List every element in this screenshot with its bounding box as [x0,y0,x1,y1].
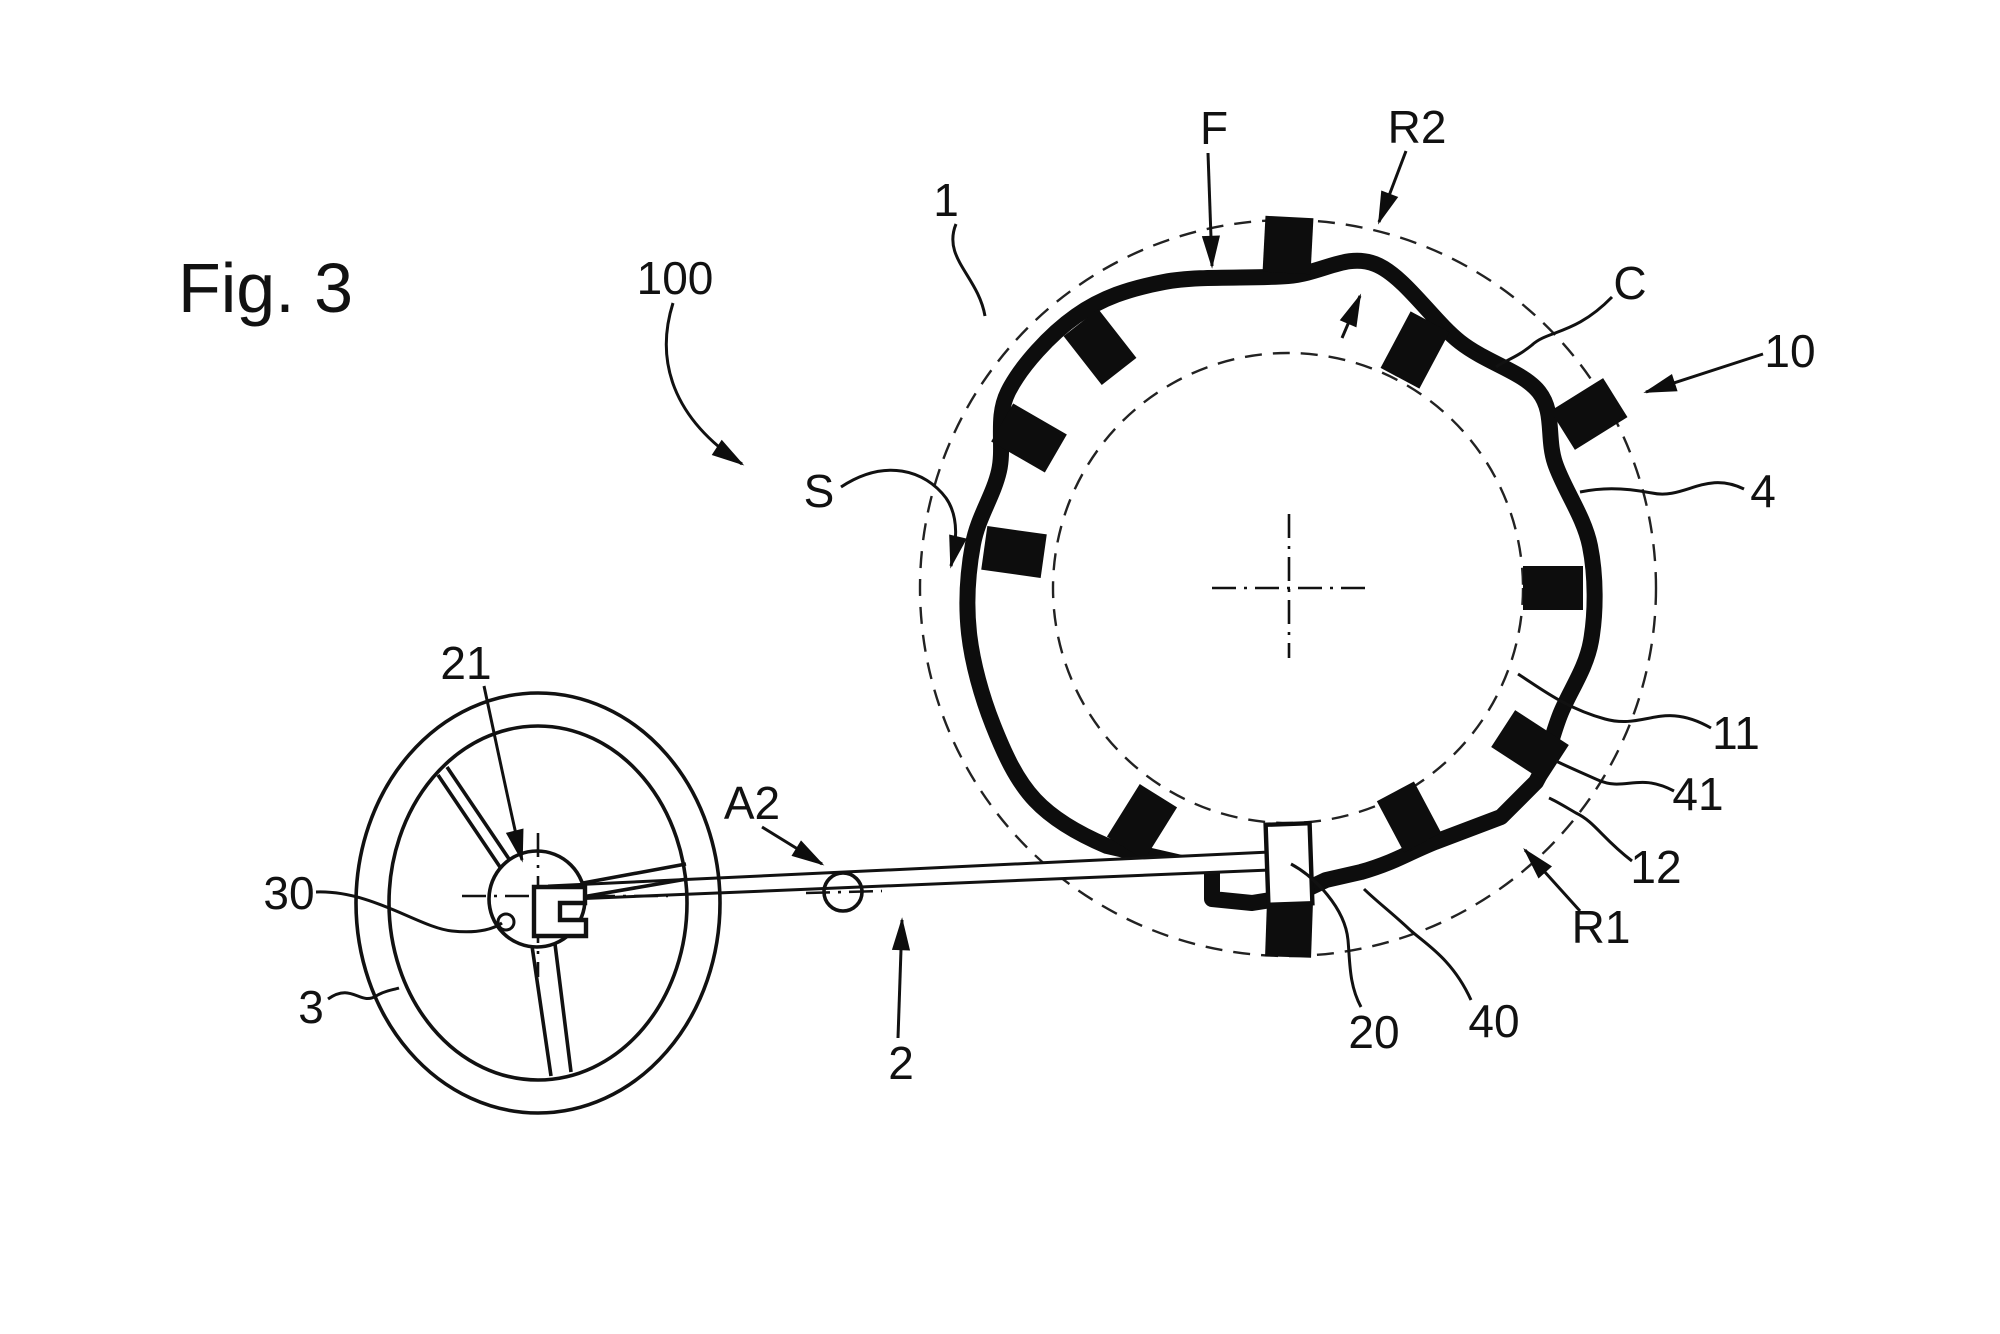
wheel-inner-rim [387,724,689,1082]
band-tooth-outward [1550,378,1628,450]
leader-30 [315,890,503,934]
arrow-10 [1643,352,1764,394]
ref-label-4: 4 [1750,465,1776,517]
ref-label-A2: A2 [724,777,780,829]
ref-label-12: 12 [1630,841,1681,893]
band-tooth-outward [1262,215,1314,275]
leader-C [1495,295,1614,369]
arrow-R1 [1523,847,1582,913]
band-teeth-group [981,215,1628,958]
leader-40 [1362,887,1473,1001]
ref-label-1: 1 [933,174,959,226]
ref-label-40: 40 [1468,995,1519,1047]
leader-41 [1555,759,1675,793]
reference-labels: Fig. 3 100 1 F R2 C 10 4 S 11 41 12 R1 2… [178,101,1816,1089]
band-tooth-inward [1523,566,1583,610]
ref-label-2: 2 [888,1037,914,1089]
ref-label-C: C [1613,257,1646,309]
band-tooth-inward [1063,309,1137,385]
hub-pin-hole [496,912,516,932]
leader-20 [1290,862,1363,1008]
arrow-S [840,468,967,569]
hub-details [462,833,668,977]
band-tooth-inward [991,403,1067,473]
band-tooth-inward [981,526,1047,578]
pivot-a2-axis [805,889,883,895]
figure-title: Fig. 3 [178,249,353,327]
outer-dashed-circle [918,218,1658,958]
ref-label-R2: R2 [1388,101,1447,153]
arrow-R2-outer [1377,150,1408,225]
slider-block [1263,820,1315,908]
ref-label-3: 3 [298,981,324,1033]
ref-label-10: 10 [1764,325,1815,377]
ref-label-100: 100 [637,252,714,304]
band-tooth-inward [1106,784,1178,860]
flexible-band [959,252,1603,911]
control-rod [547,850,1271,902]
band-tooth-inward [1380,311,1450,389]
ref-label-21: 21 [440,637,491,689]
leader-100 [664,302,745,466]
leader-12 [1548,796,1633,863]
ref-label-41: 41 [1672,768,1723,820]
arrow-R2-inner [1339,293,1362,339]
pivot-a2 [805,871,883,913]
leader-4 [1579,481,1745,496]
leader-3 [327,986,400,1001]
arrow-2 [891,917,911,1039]
arrow-A2 [761,825,825,866]
ref-label-F: F [1200,102,1228,154]
wheel-spokes [436,765,688,1077]
hub-latch-bracket [531,884,589,939]
ring-center-crosshair [1212,514,1368,658]
band-tooth-outward [1265,902,1313,958]
band-tooth-inward [1491,710,1569,782]
band-tooth-inward [1376,781,1442,853]
leaders-and-arrows [315,150,1764,1039]
ref-label-S: S [804,465,835,517]
wheel-outer-rim [354,691,722,1115]
ref-label-R1: R1 [1572,901,1631,953]
ref-label-20: 20 [1348,1006,1399,1058]
ref-label-30: 30 [263,867,314,919]
arrow-21 [482,685,524,863]
arrow-F [1201,152,1220,269]
leader-1 [951,223,987,317]
ref-label-11: 11 [1712,707,1760,759]
leader-11 [1517,672,1712,730]
